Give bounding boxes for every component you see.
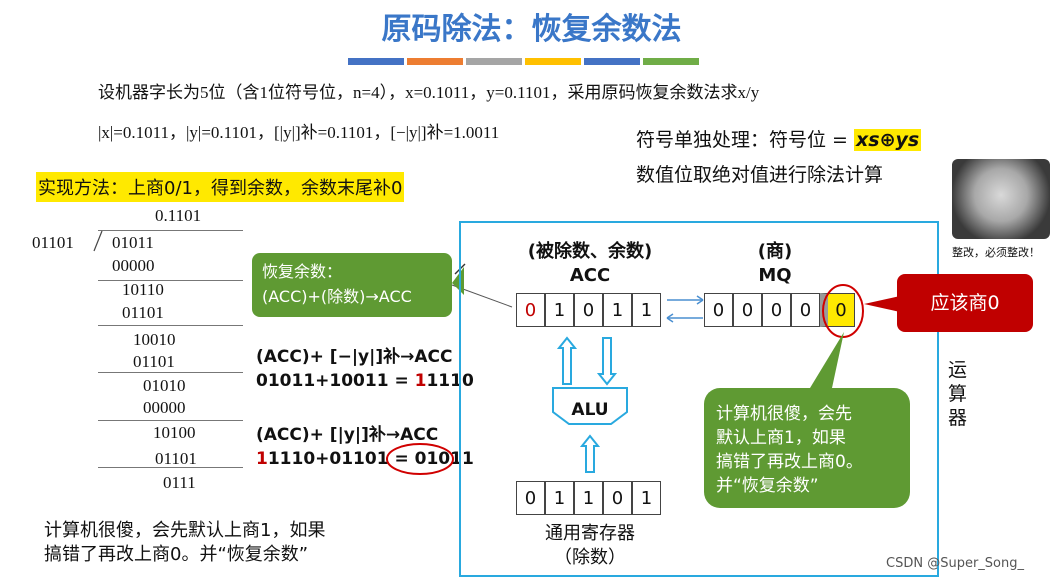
bottom-note-line2: 搞错了再改上商0。并“恢复余数” (44, 544, 309, 565)
acc-label: (被除数、余数) ACC (510, 240, 670, 288)
mq-bit: 0 (791, 293, 820, 327)
general-register-bit: 1 (574, 481, 603, 515)
sign-formula: xs⊕ys (854, 129, 922, 151)
should-quotient-pointer (864, 296, 900, 312)
mq-bit: 0 (704, 293, 733, 327)
general-register-bit: 0 (603, 481, 632, 515)
watermark: CSDN @Super_Song_ (886, 556, 1024, 571)
bottom-note-line1: 计算机很傻，会先默认上商1，如果 (44, 520, 326, 541)
general-register-label-line1: 通用寄存器 (545, 523, 635, 544)
ld-line (98, 325, 243, 326)
note-pointer (810, 332, 844, 388)
ld-row: 01101 (122, 303, 164, 322)
ld-quotient: 0.1101 (155, 206, 202, 225)
step2-red-bit: 1 (256, 449, 268, 469)
callout-arrow (451, 267, 513, 308)
meme-caption: 整改，必须整改！ (952, 246, 1040, 259)
should-quotient-callout: 应该商0 (897, 274, 1033, 332)
title-stripe (407, 58, 463, 65)
sign-note: 符号单独处理：符号位 = xs⊕ys (636, 125, 922, 152)
unit-label: 运 算 器 (948, 358, 967, 430)
ld-row: 00000 (112, 256, 155, 275)
unit-label-char3: 器 (948, 407, 968, 429)
computer-note-line4: 并“恢复余数” (716, 476, 819, 496)
method-highlight: 实现方法：上商0/1，得到余数，余数末尾补0 (36, 172, 405, 202)
ld-row: 01101 (155, 449, 197, 468)
general-register-label: 通用寄存器 （除数） (520, 522, 660, 570)
ld-row: 0111 (163, 473, 196, 492)
mq-bit: 0 (762, 293, 791, 327)
step1-line2: 01011+10011 = 11110 (256, 369, 474, 393)
problem-statement: 设机器字长为5位（含1位符号位，n=4），x=0.1011，y=0.1101，采… (98, 83, 760, 102)
general-register-label-line2: （除数） (554, 547, 626, 568)
mq-bit: 0 (733, 293, 762, 327)
step2-expr: 1110+01101 = (267, 449, 415, 469)
general-register-bit: 0 (516, 481, 545, 515)
title-stripe (466, 58, 522, 65)
quotient-circle (822, 284, 864, 338)
acc-bit: 0 (574, 293, 603, 327)
magnitude-note: 数值位取绝对值进行除法计算 (636, 164, 884, 186)
ld-bracket (93, 230, 103, 252)
unit-label-char2: 算 (948, 383, 968, 405)
ld-row: 10010 (133, 330, 176, 349)
sign-note-text: 符号单独处理：符号位 = (636, 129, 848, 151)
result-circle (386, 443, 454, 475)
unit-label-char1: 运 (948, 359, 968, 381)
step1-line1: (ACC)+ [−|y|]补→ACC (256, 347, 453, 367)
title-stripe (643, 58, 699, 65)
arith-unit-frame (459, 221, 939, 577)
ld-row: 10100 (153, 423, 196, 442)
ld-bar (98, 230, 243, 231)
ld-row: 01011 (112, 233, 154, 252)
acc-bit: 1 (545, 293, 574, 327)
alu-diagram (552, 336, 628, 473)
computer-note-line1: 计算机很傻，会先 (716, 404, 852, 424)
step1: (ACC)+ [−|y|]补→ACC 01011+10011 = 11110 (256, 345, 474, 393)
computer-note: 计算机很傻，会先 默认上商1，如果 搞错了再改上商0。 并“恢复余数” (704, 388, 910, 508)
mq-label-line1: (商) (757, 241, 793, 262)
step1-red-bit: 1 (414, 371, 427, 391)
step2: (ACC)+ [|y|]补→ACC 11110+01101 = 01011 (256, 423, 474, 471)
step2-line1: (ACC)+ [|y|]补→ACC (256, 425, 439, 445)
ld-row: 00000 (143, 398, 186, 417)
absolute-values: |x|=0.1011，|y|=0.1101，[|y|]补=0.1101，[−|y… (98, 123, 500, 142)
computer-note-line3: 搞错了再改上商0。 (716, 452, 863, 472)
step1-expr: 01011+10011 = (256, 371, 415, 391)
ld-line (98, 467, 243, 468)
acc-bit: 1 (632, 293, 661, 327)
mq-label-line2: MQ (758, 265, 792, 286)
restore-callout-line2: (ACC)+(除数)→ACC (262, 287, 412, 306)
general-register-bit: 1 (545, 481, 574, 515)
ld-row: 01010 (143, 376, 186, 395)
computer-note-line2: 默认上商1，如果 (716, 428, 846, 448)
acc-label-line2: ACC (569, 265, 611, 286)
restore-callout-line1: 恢复余数： (262, 262, 343, 281)
ld-line (98, 372, 243, 373)
title-stripe (584, 58, 640, 65)
title-stripe (525, 58, 581, 65)
acc-bit: 0 (516, 293, 545, 327)
ld-line (98, 280, 243, 281)
title-stripe (348, 58, 404, 65)
page-title: 原码除法：恢复余数法 (381, 12, 682, 47)
bottom-note: 计算机很傻，会先默认上商1，如果 搞错了再改上商0。并“恢复余数” (44, 519, 325, 567)
acc-mq-arrows (666, 295, 704, 323)
mq-label: (商) MQ (740, 240, 810, 288)
general-register-bit: 1 (632, 481, 661, 515)
ld-divisor: 01101 (32, 233, 74, 252)
ld-row: 10110 (122, 280, 164, 299)
ld-line (98, 420, 243, 421)
acc-bit: 1 (603, 293, 632, 327)
restore-callout: 恢复余数： (ACC)+(除数)→ACC (252, 253, 452, 317)
alu-label: ALU (571, 400, 609, 420)
ld-row: 01101 (133, 352, 175, 371)
meme-face-image (952, 159, 1050, 239)
step1-result: 1110 (426, 371, 474, 391)
acc-label-line1: (被除数、余数) (527, 241, 653, 262)
